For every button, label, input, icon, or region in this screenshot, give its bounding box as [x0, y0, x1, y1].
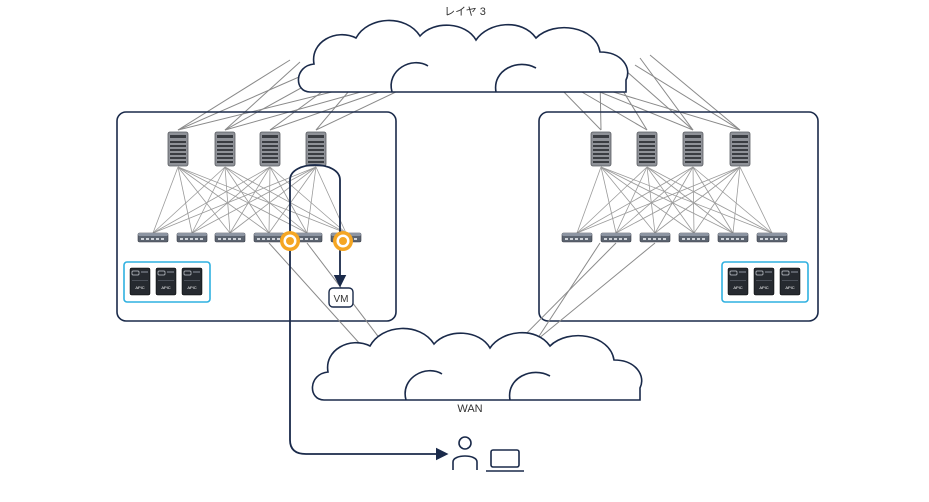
user-icon [452, 436, 478, 470]
spine-switch-icon [636, 131, 658, 167]
left-apic-cluster: APIC APIC APIC [123, 261, 211, 303]
leaf-switch-icon [176, 232, 208, 243]
apic-label: APIC [135, 285, 144, 290]
layer3-cloud [297, 19, 629, 93]
vm-node: VM [328, 287, 354, 308]
laptop-icon [486, 449, 524, 472]
right-apic-cluster: APIC APIC APIC [721, 261, 809, 303]
leaf-switch-icon [639, 232, 671, 243]
right-fabric-links [576, 166, 773, 234]
site-left-container [116, 111, 397, 322]
apic-label: APIC [785, 285, 794, 290]
apic-controller-icon [129, 267, 151, 296]
wan-cloud [311, 327, 643, 401]
spine-switch-icon [167, 131, 189, 167]
left-leaves [137, 232, 362, 243]
leaf-switch-icon [214, 232, 246, 243]
right-leaves [561, 232, 788, 243]
apic-controller-icon [155, 267, 177, 296]
endpoint-badge-icon [333, 231, 353, 251]
spine-switch-icon [214, 131, 236, 167]
apic-controller-icon [753, 267, 775, 296]
spine-switch-icon [682, 131, 704, 167]
endpoint-badge-icon [280, 231, 300, 251]
layer3-label: レイヤ 3 [444, 6, 486, 18]
apic-label: APIC [733, 285, 742, 290]
left-fabric-links [152, 166, 347, 234]
leaf-switch-icon [137, 232, 169, 243]
leaf-switch-icon [678, 232, 710, 243]
spine-switch-icon [729, 131, 751, 167]
spine-switch-icon [305, 131, 327, 167]
apic-controller-icon [181, 267, 203, 296]
leaf-switch-icon [561, 232, 593, 243]
leaf-switch-icon [756, 232, 788, 243]
apic-label: APIC [187, 285, 196, 290]
apic-controller-icon [779, 267, 801, 296]
layer3-uplinks [177, 54, 741, 131]
vm-label: VM [334, 294, 349, 305]
leaf-switch-icon [600, 232, 632, 243]
wan-label: WAN [457, 403, 482, 415]
apic-label: APIC [759, 285, 768, 290]
traffic-path [289, 164, 449, 461]
leaf-switch-icon [253, 232, 285, 243]
spine-switch-icon [259, 131, 281, 167]
left-spines [167, 131, 327, 167]
spine-switch-icon [590, 131, 612, 167]
leaf-switch-icon [717, 232, 749, 243]
apic-controller-icon [727, 267, 749, 296]
site-right-container [538, 111, 819, 322]
apic-label: APIC [161, 285, 170, 290]
right-spines [590, 131, 751, 167]
